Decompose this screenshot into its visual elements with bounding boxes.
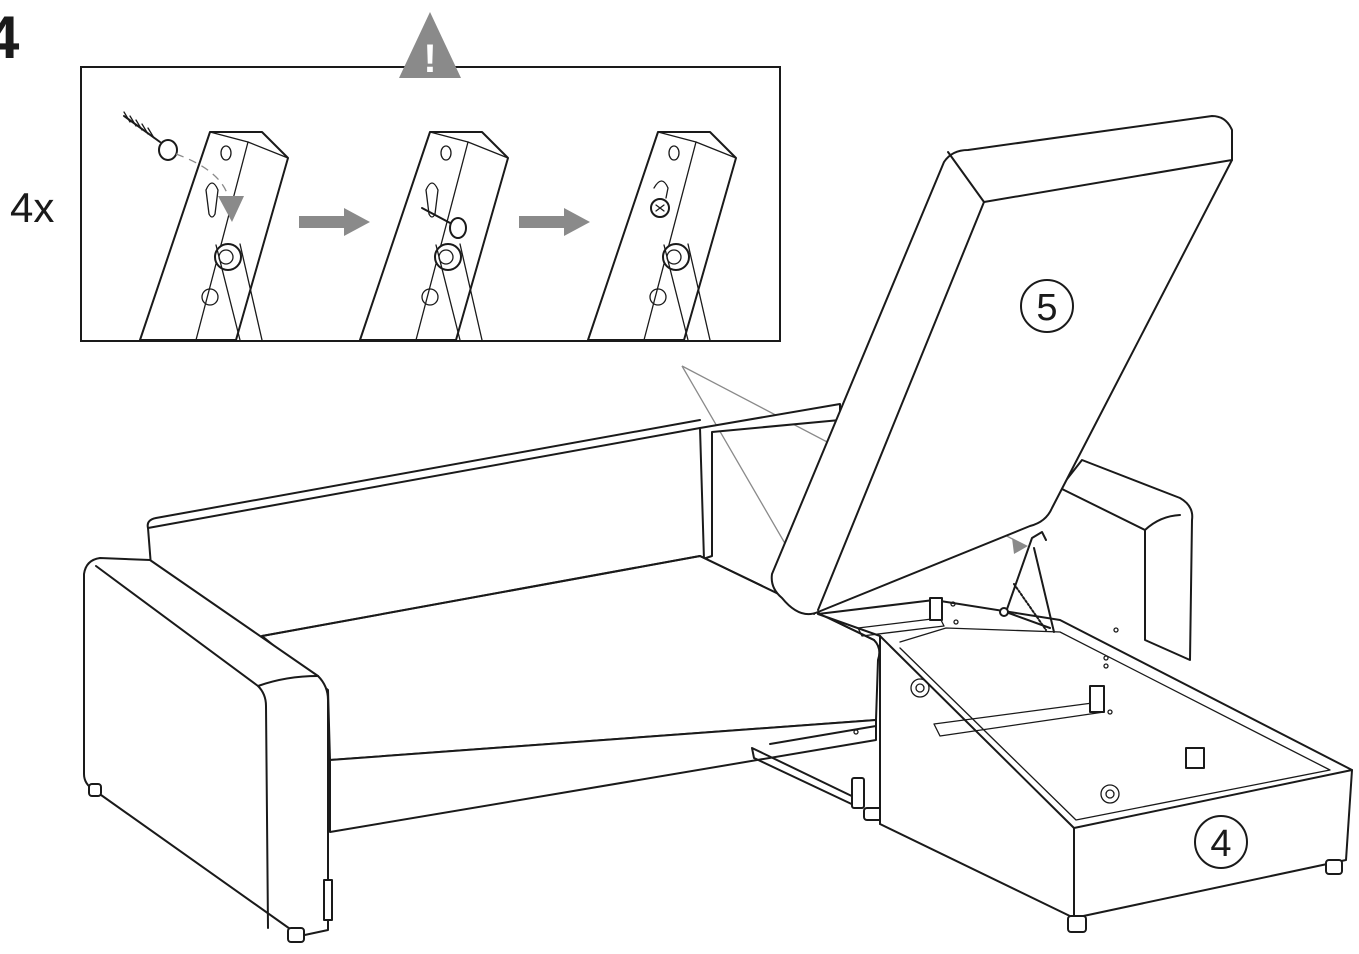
hinge-right xyxy=(999,531,1055,633)
warning-triangle-icon: ! xyxy=(399,12,461,81)
seat-lid xyxy=(770,115,1233,616)
bracket-step-inserted xyxy=(359,131,509,341)
screw-icon xyxy=(123,111,178,161)
callout-storage-box-number: 4 xyxy=(1210,823,1231,865)
detail-inset: ! xyxy=(80,12,781,342)
bracket-step-insert xyxy=(123,111,289,341)
storage-box xyxy=(817,599,1353,919)
screw-icon xyxy=(421,207,467,239)
step-number: 4 xyxy=(0,4,20,71)
callout-seat-lid-number: 5 xyxy=(1036,287,1057,329)
callout-seat-lid: 5 xyxy=(1020,279,1074,333)
next-step-arrow-icon xyxy=(519,208,590,236)
warning-symbol: ! xyxy=(423,37,436,81)
callout-storage-box: 4 xyxy=(1194,815,1248,869)
bracket-step-locked xyxy=(587,131,737,341)
sofa xyxy=(83,115,1353,943)
next-step-arrow-icon xyxy=(299,208,370,236)
quantity-label: 4x xyxy=(10,184,54,231)
